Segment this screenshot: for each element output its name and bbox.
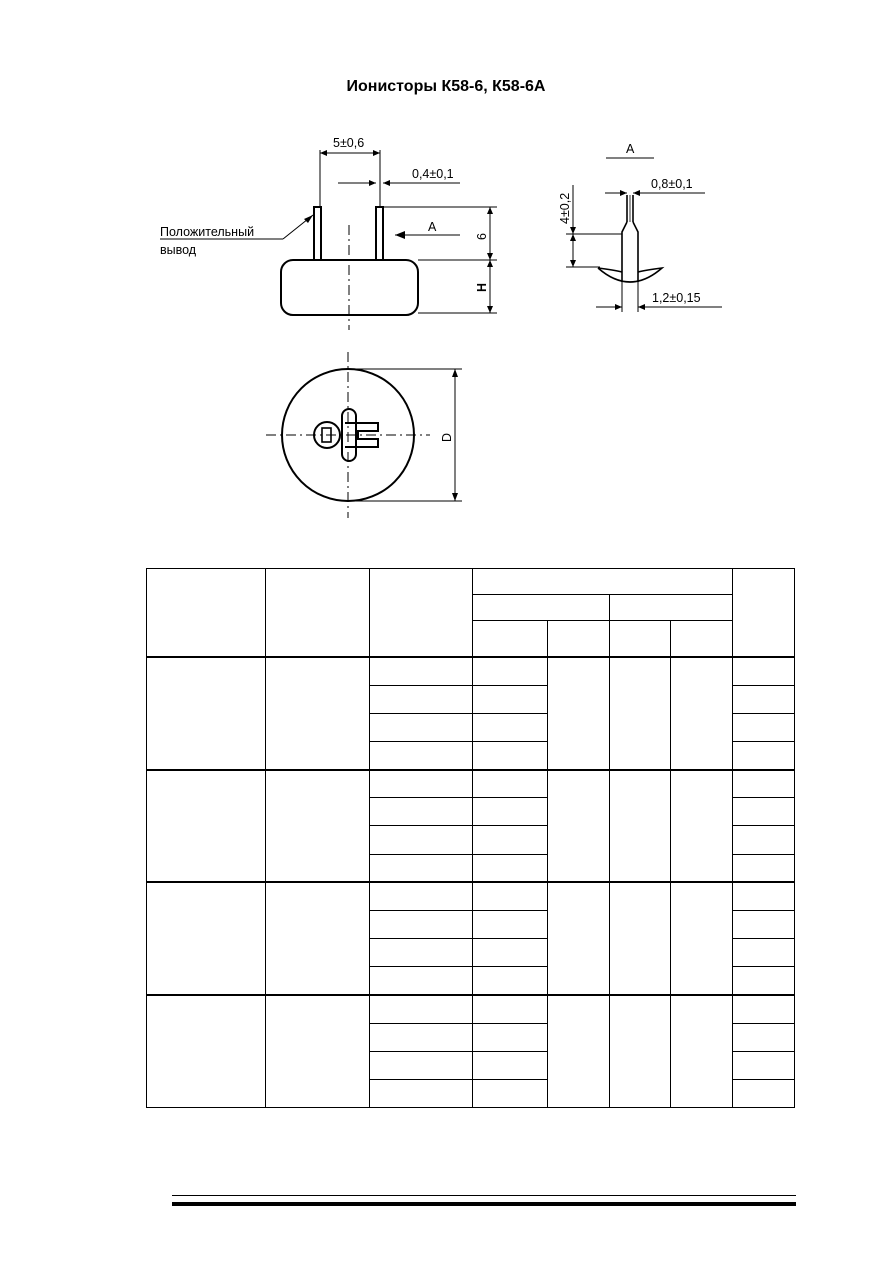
table-row (147, 1022, 795, 1052)
header-cell (547, 620, 610, 658)
section-title: А (626, 142, 635, 156)
table-row (146, 768, 795, 883)
positive-lead-label-2: вывод (160, 243, 197, 257)
section-view: А 0,8±0,1 4±0,2 1,2±0,15 (558, 142, 722, 312)
top-view: D (266, 352, 462, 518)
dim-lead-height: 6 (475, 233, 489, 240)
table-row (147, 797, 795, 827)
dim-lead-length: 4±0,2 (558, 193, 572, 224)
table-row (147, 1078, 795, 1109)
lead-left (313, 206, 322, 261)
footer-rule-thin (172, 1195, 796, 1196)
footer-rule-thick (172, 1202, 796, 1206)
side-view: 5±0,6 0,4±0,1 А Положительный вывод 6 H (160, 136, 497, 330)
dim-diameter: D (440, 433, 454, 442)
positive-lead-label-1: Положительный (160, 225, 254, 239)
dim-lead-pitch: 5±0,6 (333, 136, 364, 150)
table-row (147, 853, 795, 883)
dim-lead-thickness: 0,4±0,1 (412, 167, 454, 181)
table-row (146, 655, 795, 771)
dim-body-height: H (475, 283, 489, 292)
spec-table (146, 567, 795, 1109)
header-cell (732, 567, 795, 658)
dim-lead-width: 0,8±0,1 (651, 177, 693, 191)
header-cell (472, 567, 733, 596)
technical-drawing: 5±0,6 0,4±0,1 А Положительный вывод 6 H … (160, 136, 722, 518)
header-cell (609, 594, 733, 622)
header-cell (609, 620, 671, 658)
header-cell (369, 567, 473, 658)
table-row (146, 881, 795, 996)
page-title: Ионисторы К58-6, К58-6А (346, 78, 546, 95)
header-cell (472, 620, 548, 658)
header-cell (265, 567, 370, 658)
table-row (147, 825, 795, 855)
view-arrow-label: А (428, 220, 437, 234)
dim-base-width: 1,2±0,15 (652, 291, 701, 305)
table-row (147, 740, 795, 771)
header-cell (670, 620, 733, 658)
lead-right (375, 206, 384, 261)
header-cell (146, 567, 266, 658)
header-cell (472, 594, 610, 622)
table-row (147, 966, 795, 996)
table-row (147, 909, 795, 940)
table-row (146, 993, 795, 1108)
